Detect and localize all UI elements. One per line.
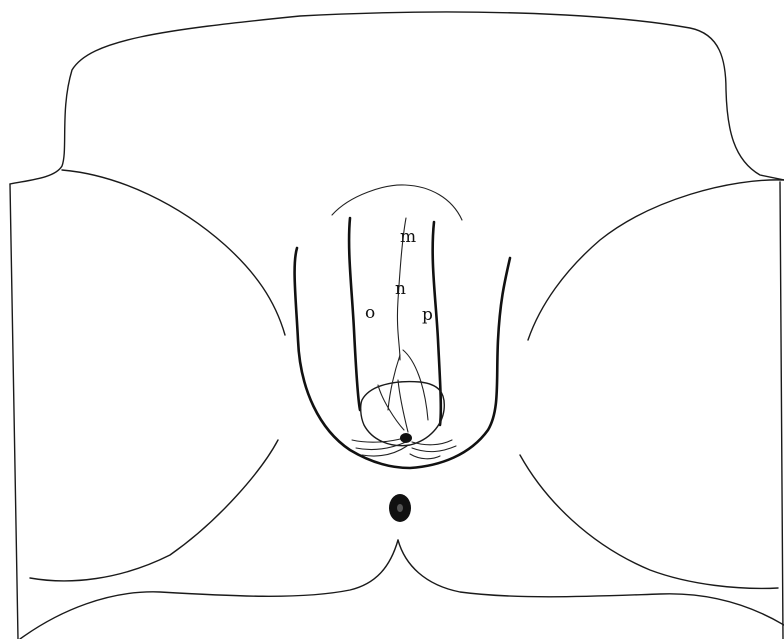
right-thigh-fold bbox=[528, 180, 784, 340]
right-inner-thigh bbox=[520, 455, 778, 588]
torso-outline bbox=[10, 12, 784, 184]
right-buttock-curve bbox=[398, 540, 784, 625]
label-p: p bbox=[422, 305, 433, 325]
labium-minus-left bbox=[349, 218, 360, 410]
label-m: m bbox=[400, 227, 416, 247]
fourchette-mark bbox=[400, 433, 412, 443]
left-inner-thigh bbox=[30, 440, 278, 581]
right-body-edge bbox=[780, 182, 783, 639]
label-n: n bbox=[395, 279, 406, 299]
labium-minus-right bbox=[433, 222, 441, 425]
left-body-edge bbox=[10, 184, 18, 639]
left-buttock-curve bbox=[20, 540, 398, 639]
label-o: o bbox=[365, 303, 375, 323]
mons-arc bbox=[332, 185, 462, 220]
left-thigh-fold bbox=[62, 170, 285, 335]
anus-highlight bbox=[397, 504, 403, 512]
inner-fold-2 bbox=[403, 350, 428, 420]
